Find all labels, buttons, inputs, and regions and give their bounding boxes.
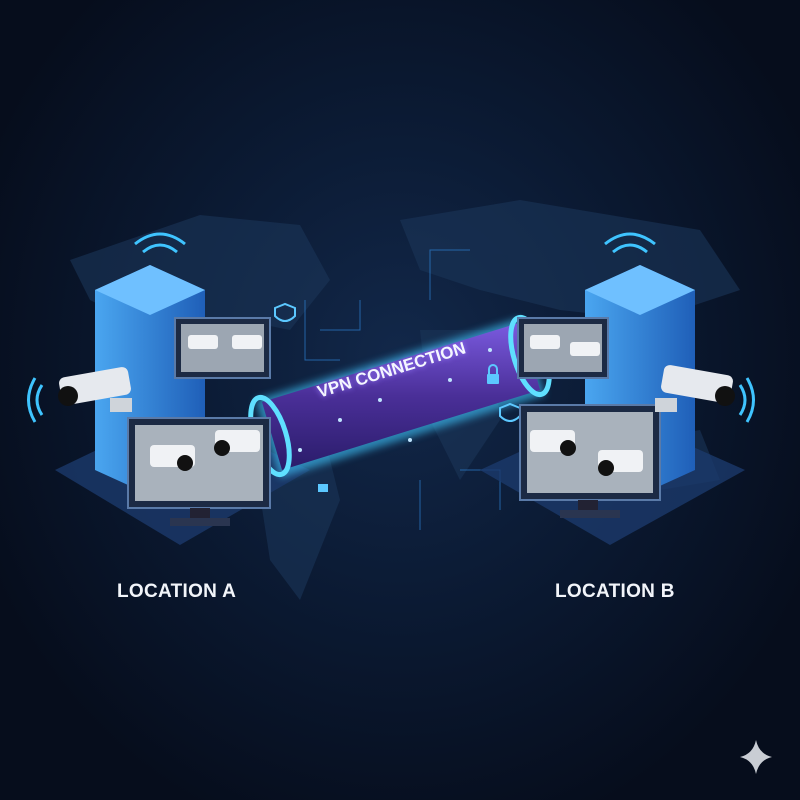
sparkle-icon [740, 740, 772, 774]
lock-icon [318, 364, 499, 492]
wifi-icon [27, 232, 755, 423]
location-b-label: LOCATION B [555, 581, 675, 602]
location-a-label: LOCATION A [117, 581, 237, 602]
vpn-tunnel [248, 314, 552, 478]
security-camera-icon [58, 335, 735, 476]
